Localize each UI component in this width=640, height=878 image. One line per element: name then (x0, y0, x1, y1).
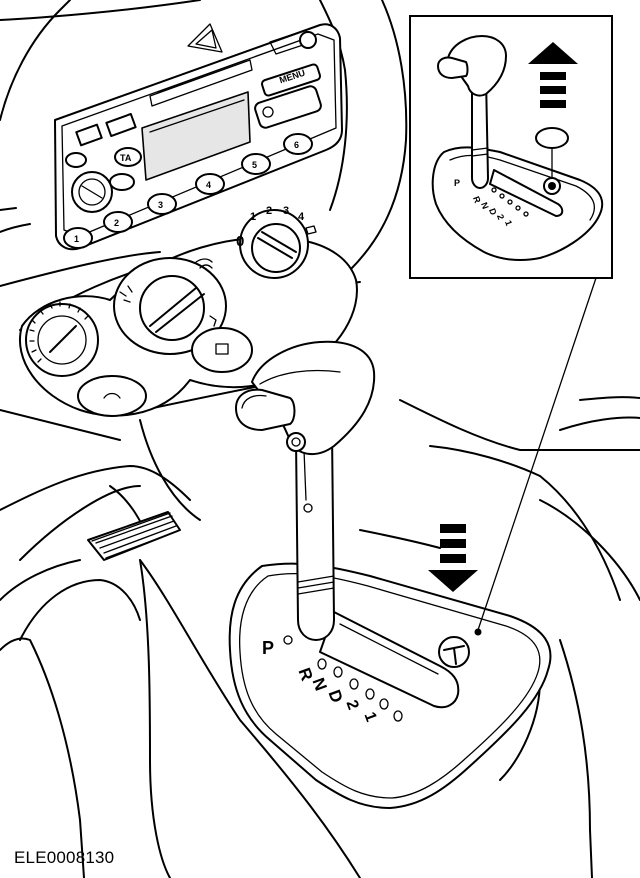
inset-gate-p-label: P (454, 178, 460, 188)
shift-lever (235, 340, 376, 641)
preset-1-label: 1 (74, 234, 79, 244)
blower-0-label: 0 (236, 233, 244, 250)
blower-2-label: 2 (266, 205, 272, 217)
inset-gate-1-label: 1 (503, 219, 514, 227)
main-push-down-arrow (428, 524, 478, 592)
detail-inset: P R N D 2 1 (409, 15, 613, 279)
blower-1-label: 1 (250, 211, 256, 223)
gate-d-label: D (325, 687, 347, 705)
blower-4-label: 4 (298, 211, 305, 223)
gate-r-label: R (295, 665, 317, 683)
preset-3-label: 3 (158, 200, 163, 210)
center-console (0, 396, 640, 878)
dashboard-console: TA MENU 1 2 3 4 5 6 (0, 0, 408, 521)
detail-leader-line (477, 277, 597, 631)
inset-gate-d-label: D (487, 207, 499, 217)
gate-p-label: P (262, 638, 274, 658)
blower-speed-dial: 0 1 2 3 4 (236, 205, 317, 279)
radio-ta-label: TA (120, 153, 132, 163)
preset-6-label: 6 (294, 140, 299, 150)
preset-2-label: 2 (114, 218, 119, 228)
preset-4-label: 4 (206, 180, 211, 190)
preset-5-label: 5 (252, 160, 257, 170)
blower-3-label: 3 (283, 205, 289, 217)
temperature-dial (25, 301, 99, 377)
air-distribution-dial (113, 257, 227, 355)
inset-gate-r-label: R (471, 195, 483, 205)
radio-preset-buttons: 1 2 3 4 5 6 (63, 133, 313, 249)
override-location-dot (474, 628, 482, 636)
gate-n-label: N (309, 675, 331, 693)
inset-gate-n-label: N (479, 201, 491, 211)
illustration-reference-code: ELE0008130 (14, 848, 115, 867)
detail-pull-up-arrow (528, 42, 578, 108)
selector-gate-plate: P R N D 2 1 (228, 562, 552, 809)
inset-gate-2-label: 2 (495, 213, 506, 221)
